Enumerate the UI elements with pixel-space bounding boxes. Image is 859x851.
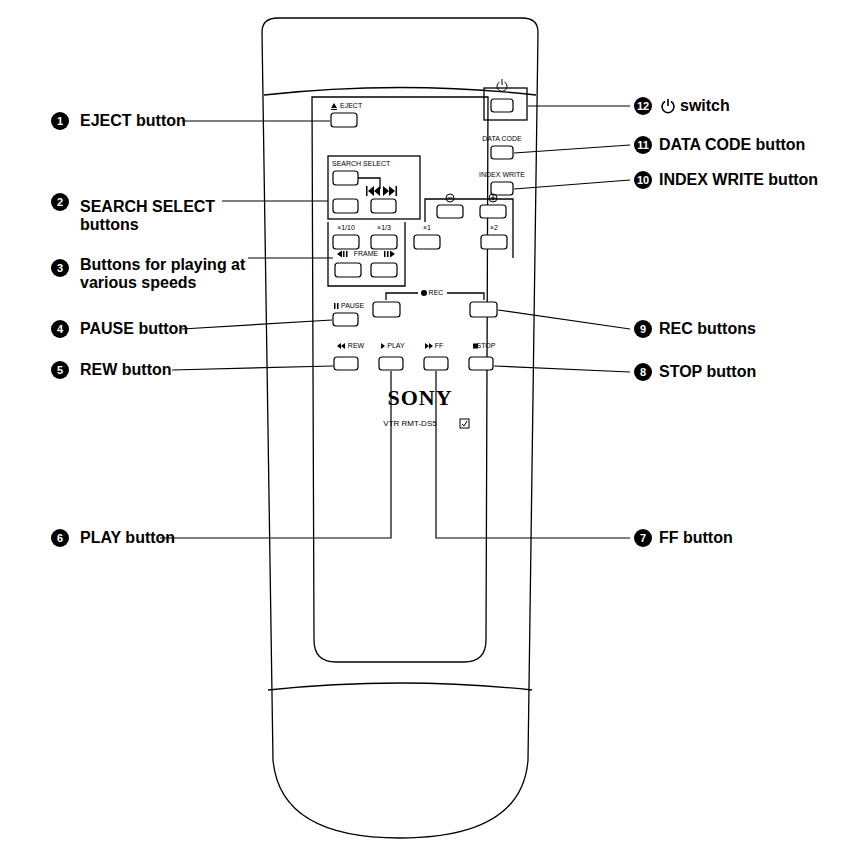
callout-label: FF button [659, 529, 733, 547]
body-groove [268, 683, 532, 690]
callout-label: SEARCH SELECT buttons [80, 198, 230, 233]
button-label: PLAY [387, 342, 404, 350]
search-select-box [328, 156, 420, 219]
symbols [331, 103, 478, 349]
callout-label: Buttons for playing at various speeds [80, 256, 255, 291]
button-label: REC [429, 289, 444, 297]
callout-number: 9 [634, 320, 652, 338]
button-label: FF [435, 342, 444, 350]
callout-number: 5 [51, 361, 69, 379]
callout-label: EJECT button [80, 112, 186, 130]
callout-number: 10 [634, 171, 652, 189]
callout-number: 7 [634, 529, 652, 547]
callout-number: 2 [51, 193, 69, 211]
callout-label: REW button [80, 361, 172, 379]
button-label: ×1/3 [377, 224, 391, 232]
button-label: PAUSE [341, 302, 364, 310]
leader-lines [160, 106, 630, 538]
button-label: ×2 [490, 224, 498, 232]
callout-label: switch [680, 97, 730, 115]
power-symbol [659, 97, 677, 115]
callout-label: PAUSE button [80, 320, 188, 338]
model-name: VTR RMT-DS5 [383, 420, 436, 429]
callout-number: 8 [634, 363, 652, 381]
button-label: REW [348, 342, 364, 350]
button-label: DATA CODE [482, 135, 521, 143]
button-label: ×1 [423, 224, 431, 232]
button-label: ×1/10 [337, 224, 355, 232]
search-bracket [358, 178, 380, 189]
remote-body [262, 18, 538, 838]
power-box [484, 88, 527, 120]
power-symbol [497, 79, 507, 91]
callout-label: DATA CODE button [659, 136, 805, 154]
callout-number: 6 [51, 529, 69, 547]
face-panel [312, 97, 488, 662]
callout-number: 4 [51, 320, 69, 338]
model-mark [460, 419, 469, 428]
callout-number: 12 [634, 97, 652, 115]
callout-label: REC buttons [659, 320, 756, 338]
callout-label: INDEX WRITE button [659, 171, 818, 189]
button-label: FRAME [354, 250, 379, 258]
symbols-outline [446, 79, 507, 428]
callout-number: 11 [634, 136, 652, 154]
button-label: SEARCH SELECT [332, 160, 390, 168]
brand-logo: SONY [387, 386, 452, 410]
callout-number: 1 [51, 112, 69, 130]
callout-label: PLAY button [80, 529, 175, 547]
button-label: EJECT [340, 102, 362, 110]
callout-label: STOP button [659, 363, 756, 381]
speed-group-box [328, 199, 513, 286]
callout-number: 3 [51, 259, 69, 277]
button-label: INDEX WRITE [479, 171, 525, 179]
button-label: STOP [477, 342, 496, 350]
